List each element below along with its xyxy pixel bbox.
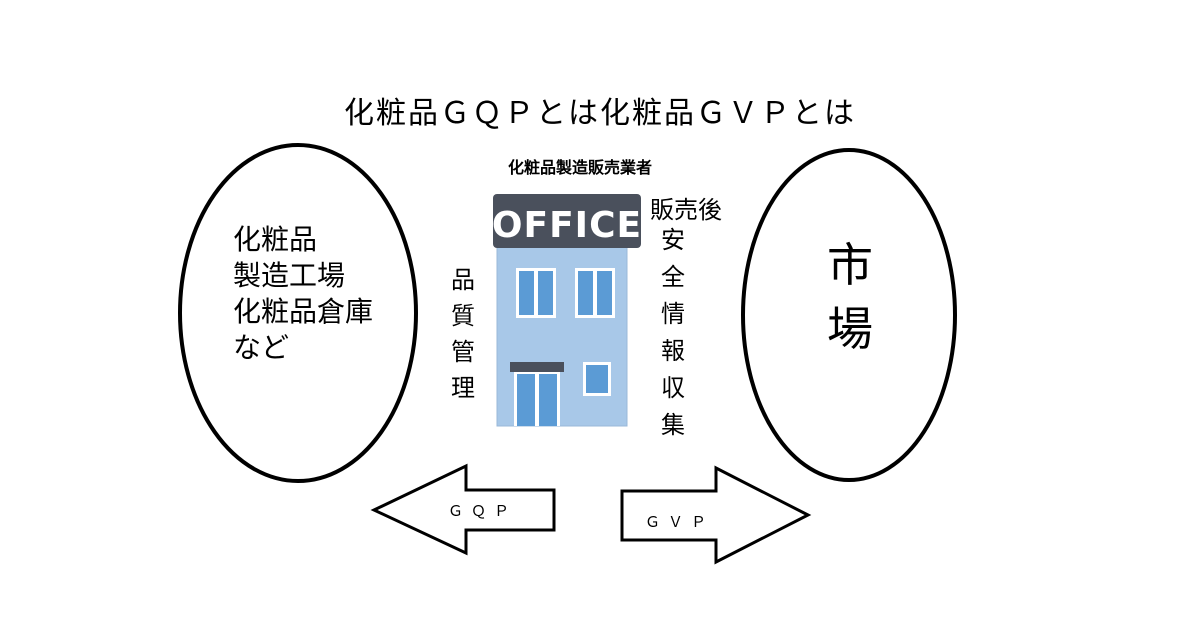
quality-management-label: 品 質 管 理 (448, 268, 478, 412)
factory-ellipse (178, 143, 418, 483)
gqp-arrow (370, 463, 556, 556)
gvp-arrow (620, 465, 812, 565)
factory-label-line: など (233, 331, 290, 364)
safety-info-char: 全 (661, 263, 685, 291)
quality-management-char: 品 (451, 266, 475, 294)
gvp-arrow-label: ＧＶＰ (645, 513, 715, 531)
safety-info-char: 集 (661, 411, 685, 439)
market-ellipse (741, 148, 957, 482)
safety-info-char: 安 (661, 226, 685, 254)
office-sign: OFFICE (492, 205, 642, 246)
market-char: 場 (827, 302, 873, 356)
page-title: 化粧品ＧＱＰとは化粧品ＧＶＰとは (344, 96, 856, 131)
safety-info-char: 情 (661, 300, 685, 328)
quality-management-char: 質 (451, 302, 475, 330)
factory-label-line: 化粧品倉庫 (233, 295, 374, 328)
quality-management-char: 理 (451, 374, 475, 402)
company-label: 化粧品製造販売業者 (507, 158, 652, 177)
office-building-icon (493, 194, 641, 427)
safety-info-char: 報 (661, 337, 685, 365)
factory-label: 化粧品 製造工場 化粧品倉庫 など (233, 222, 373, 366)
factory-label-line: 製造工場 (233, 259, 346, 292)
factory-label-line: 化粧品 (233, 223, 318, 256)
market-char: 市 (827, 238, 873, 292)
gqp-arrow-label: ＧＱＰ (448, 502, 518, 520)
safety-info-collection-label: 安 全 情 報 収 集 (658, 228, 688, 450)
post-market-label-top: 販売後 (650, 196, 722, 224)
quality-management-char: 管 (451, 338, 475, 366)
market-label: 市 場 (820, 242, 880, 370)
safety-info-char: 収 (661, 374, 685, 402)
